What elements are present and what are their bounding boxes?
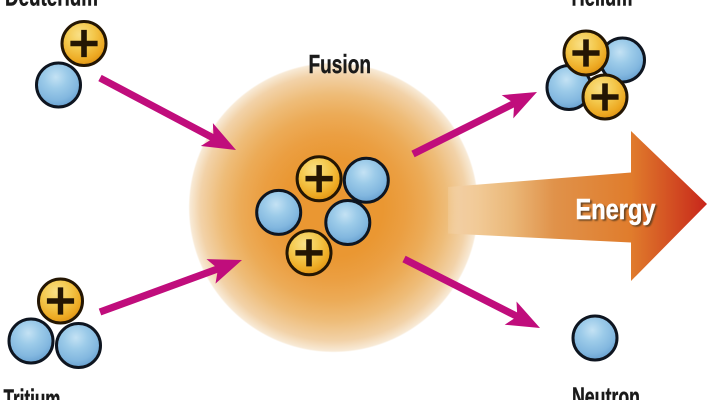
svg-text:Helium: Helium [572,0,633,12]
svg-text:Deuterium: Deuterium [5,0,98,12]
svg-text:Neutron: Neutron [572,381,640,400]
svg-text:Fusion: Fusion [309,49,372,79]
svg-text:Energy: Energy [577,196,657,228]
svg-text:Tritium: Tritium [4,383,61,400]
svg-text:Energy: Energy [576,194,656,226]
